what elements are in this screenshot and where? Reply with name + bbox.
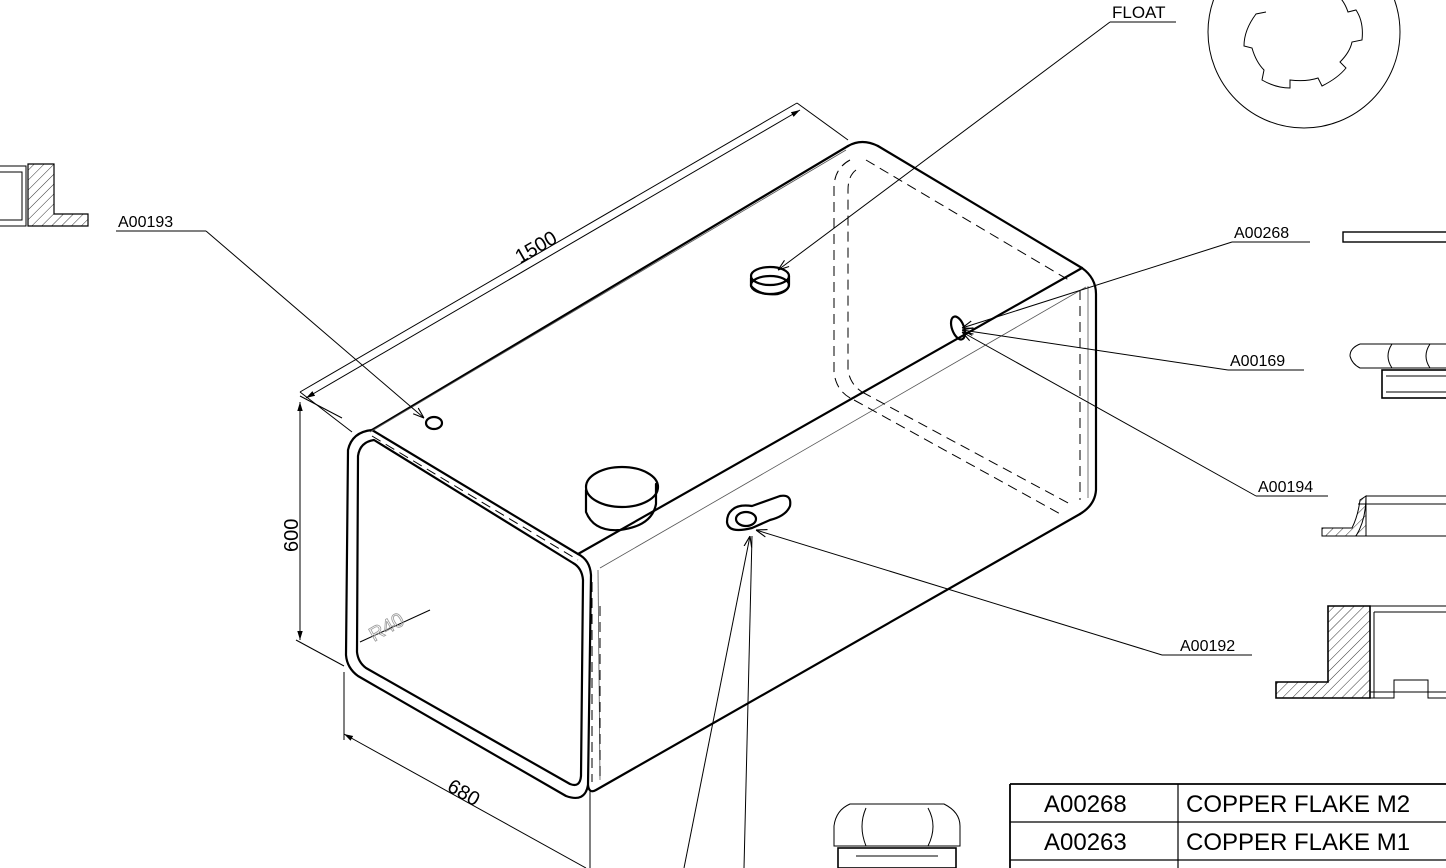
tank-features [424, 265, 967, 532]
callout-a00193: A00193 [118, 214, 173, 231]
flange-detail [1321, 495, 1446, 537]
dim-radius: R40 [366, 609, 409, 646]
tank-front-face-inner [355, 438, 585, 787]
tank-hidden-back-left [833, 159, 855, 401]
callout-a00169: A00169 [1230, 353, 1285, 370]
drain-flange [725, 494, 792, 532]
callout-float: FLOAT [1112, 3, 1166, 22]
tank-bottom-edge [586, 512, 1082, 793]
tank-hidden-back-left-inner [847, 169, 863, 393]
tank-hidden-back-bottom [853, 399, 1065, 517]
filler-cap [584, 465, 660, 532]
table-row-1-code: A00268 [1044, 791, 1127, 818]
tank-hidden-back-bottom-inner [861, 391, 1071, 505]
tank-tangent-1 [599, 286, 1087, 569]
table-row-2-description: COPPER FLAKE M1 [1186, 829, 1410, 856]
tank-hidden-front-top [371, 435, 579, 561]
drain-section-detail [1275, 605, 1446, 699]
tank-tangent-2 [597, 569, 601, 781]
vent-hole [424, 415, 444, 431]
tank-body [344, 140, 1098, 800]
callout-a00192: A00192 [1180, 638, 1235, 655]
tank-hidden-top-inner [865, 159, 1073, 283]
table-row-2-code: A00263 [1044, 829, 1127, 856]
bolt-detail [1349, 343, 1446, 399]
left-section-detail [0, 163, 89, 227]
dim-length: 1500 [512, 227, 562, 268]
callout-leaders [116, 21, 1328, 868]
dim-width: 680 [444, 775, 484, 811]
tank-top-edge-right [876, 144, 1084, 270]
dimension-lines [295, 102, 849, 868]
tank-top-edge-frontright [576, 266, 1084, 556]
side-hole [949, 315, 967, 341]
callout-a00268: A00268 [1234, 225, 1289, 242]
callout-a00194: A00194 [1258, 479, 1313, 496]
washer-detail [1342, 231, 1446, 243]
float-detail-view [1207, 0, 1401, 129]
float-cap [749, 265, 791, 296]
parts-table [1009, 783, 1446, 868]
tank-top-back-corner [846, 140, 880, 148]
tank-front-face-outer [344, 428, 593, 800]
dim-height: 600 [281, 519, 303, 552]
table-row-1-description: COPPER FLAKE M2 [1186, 791, 1410, 818]
bottom-bolt-detail [833, 803, 961, 868]
tank-top-edge-front [370, 144, 850, 432]
tank-right-edge [1078, 266, 1098, 516]
tank-tangent-4 [369, 149, 847, 433]
